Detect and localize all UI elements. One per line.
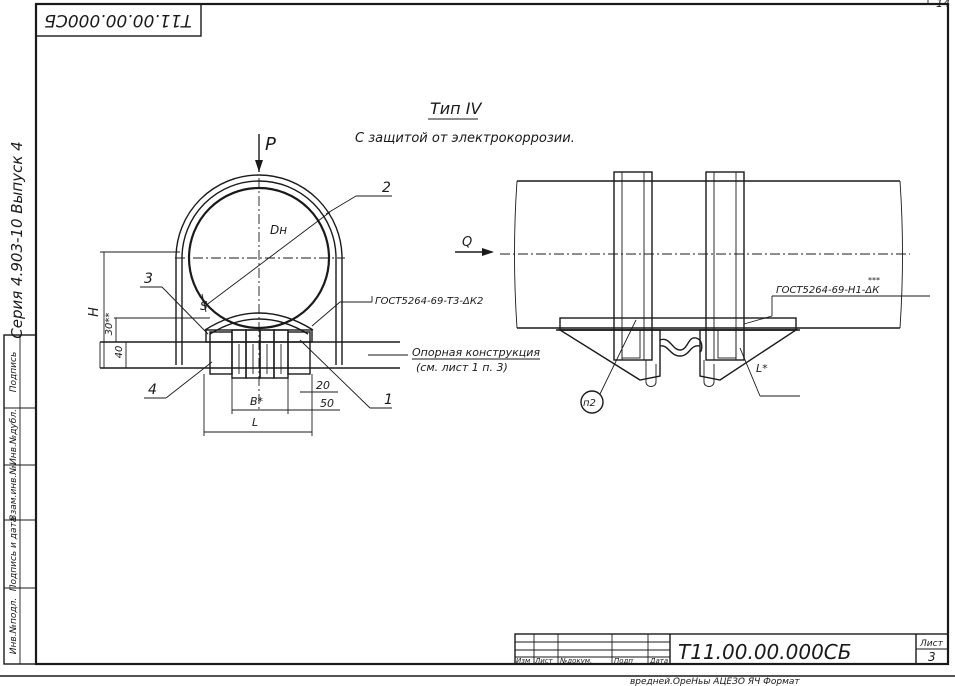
bottom-note: вредней.ОреНьы АЦЕЗО ЯЧ Формат bbox=[630, 677, 800, 686]
tb-header-list: Лист bbox=[534, 657, 554, 665]
tb-sheet-number: 3 bbox=[928, 650, 936, 664]
strip-label-vzam-inv: Взам.инв.№ bbox=[9, 465, 19, 520]
position-2: 2 bbox=[382, 180, 391, 196]
tb-header-doc: №докум. bbox=[559, 657, 592, 665]
title-block: Изм Лист №докум. Подп Дата T11.00.00.000… bbox=[514, 633, 949, 665]
tb-document-code: T11.00.00.000СБ bbox=[678, 640, 852, 664]
gost-note-right-mark: *** bbox=[868, 276, 880, 285]
series-label: Серия 4.903-10 Выпуск 4 bbox=[8, 141, 26, 338]
side-view: Q L* п2 ГОСТ5264-69-Н1-ΔК * bbox=[455, 171, 930, 414]
tb-header-izm: Изм bbox=[516, 657, 531, 665]
tb-header-data: Дата bbox=[649, 657, 668, 665]
direction-label: Q bbox=[462, 235, 472, 250]
tb-header-podp: Подп bbox=[614, 657, 633, 665]
strip-label-inv-dubl: Инв.№дубл. bbox=[9, 409, 19, 465]
dim-30: 30** bbox=[104, 313, 115, 336]
dim-20: 20 bbox=[316, 379, 330, 392]
position-p2: п2 bbox=[583, 398, 596, 409]
dim-40: 40 bbox=[114, 346, 125, 359]
force-label: P bbox=[265, 134, 276, 155]
dim-L-star: L* bbox=[756, 362, 768, 375]
cross-section-view: P Dн S bbox=[87, 134, 540, 436]
diameter-label: Dн bbox=[270, 223, 287, 237]
inverted-stamp-code: T11.00.00.000СБ bbox=[44, 10, 191, 30]
drawing-subtitle: С защитой от электрокоррозии. bbox=[355, 131, 575, 146]
corner-number: 14 bbox=[936, 0, 950, 10]
type-title: Тип IV bbox=[430, 99, 482, 118]
side-strip: Подпись Инв.№дубл. Взам.инв.№ Подпись и … bbox=[3, 334, 37, 665]
gost-note-right: ГОСТ5264-69-Н1-ΔК bbox=[776, 285, 880, 296]
support-label-line2: (см. лист 1 п. 3) bbox=[416, 361, 508, 374]
thickness-label: S bbox=[200, 299, 208, 313]
strip-label-podpis: Подпись bbox=[9, 352, 19, 392]
strip-label-inv-podl: Инв.№подл. bbox=[9, 598, 19, 654]
dim-H: H bbox=[87, 307, 102, 317]
dim-50: 50 bbox=[320, 397, 334, 410]
position-3: 3 bbox=[144, 271, 153, 287]
position-4: 4 bbox=[148, 382, 157, 398]
support-label-line1: Опорная конструкция bbox=[412, 346, 540, 359]
dim-B: B* bbox=[250, 395, 264, 408]
inverted-stamp: T11.00.00.000СБ bbox=[35, 3, 202, 37]
position-1: 1 bbox=[384, 392, 393, 408]
tb-sheet-label: Лист bbox=[919, 639, 944, 649]
gost-note-left: ГОСТ5264-69-Т3-ΔК2 bbox=[375, 296, 483, 307]
dim-L: L bbox=[252, 416, 258, 429]
strip-label-podpis-data: Подпись и дата bbox=[9, 517, 19, 592]
